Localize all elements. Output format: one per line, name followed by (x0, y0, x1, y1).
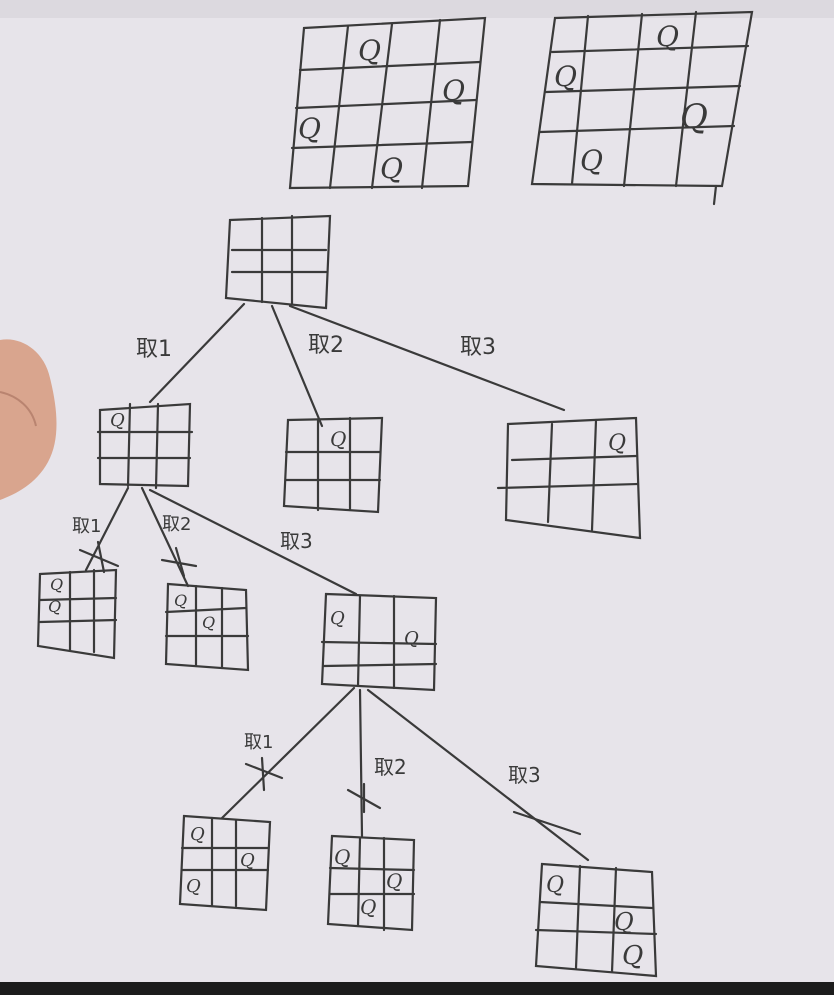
queen-mark: Q (50, 575, 63, 594)
cross-l2-1 (244, 756, 284, 792)
level1-board-3 (496, 416, 642, 540)
queen-mark: Q (190, 824, 205, 845)
queen-mark: Q (622, 941, 643, 971)
branch-root-1 (148, 302, 246, 404)
branch-label-l1-1: 取1 (72, 516, 101, 537)
queen-mark: Q (656, 20, 679, 53)
queen-mark: Q (174, 591, 187, 610)
queen-mark: Q (360, 895, 376, 919)
branch-root-2 (270, 304, 324, 428)
queen-mark: Q (330, 608, 345, 629)
queen-mark: Q (334, 845, 350, 869)
branch-label-l2-3: 取3 (508, 763, 541, 787)
cross-l1-1 (78, 540, 120, 574)
queen-mark: Q (442, 74, 465, 107)
branch-label-root-1: 取1 (136, 337, 172, 362)
cross-l2-2 (346, 782, 382, 814)
branch-root-3 (288, 304, 566, 412)
queen-mark: Q (358, 34, 381, 67)
queen-mark: Q (380, 152, 403, 185)
four-queens-board-a (288, 16, 487, 190)
queen-mark: Q (546, 873, 564, 898)
queen-mark: Q (298, 112, 321, 145)
tree-root-board (224, 214, 332, 310)
branch-label-l1-2: 取2 (162, 514, 191, 535)
queen-mark: Q (330, 427, 346, 451)
level2-board-1 (36, 568, 118, 660)
branch-label-l1-3: 取3 (280, 529, 313, 553)
queen-mark: Q (404, 628, 419, 649)
queen-mark: Q (608, 431, 626, 456)
level1-board-1 (96, 402, 194, 490)
branch-l1-2 (140, 486, 190, 588)
queen-mark: Q (48, 597, 61, 616)
queen-mark: Q (680, 97, 708, 137)
queen-mark: Q (110, 410, 125, 431)
presenter-hand (0, 339, 57, 500)
level1-board-2 (282, 416, 384, 514)
branch-l2-3 (366, 688, 590, 862)
queen-mark: Q (386, 869, 402, 893)
bottom-strip (0, 982, 834, 995)
cross-l1-2 (160, 546, 198, 578)
cross-l2-3 (512, 810, 582, 836)
level3-board-1 (178, 814, 272, 912)
queen-mark: Q (202, 613, 215, 632)
queen-mark: Q (580, 144, 603, 177)
branch-l2-2 (358, 688, 364, 838)
branch-label-root-3: 取3 (460, 335, 496, 360)
branch-label-root-2: 取2 (308, 333, 344, 358)
queen-mark: Q (614, 908, 634, 936)
branch-label-l2-1: 取1 (244, 732, 273, 753)
four-queens-board-b (530, 10, 754, 206)
queen-mark: Q (554, 60, 577, 93)
branch-l2-1 (220, 686, 356, 820)
queen-mark: Q (240, 850, 255, 871)
branch-l1-3 (148, 488, 358, 596)
level3-board-3 (534, 862, 658, 978)
level2-board-3 (320, 592, 438, 692)
branch-label-l2-2: 取2 (374, 755, 407, 779)
queen-mark: Q (186, 876, 201, 897)
level2-board-2 (164, 582, 250, 672)
level3-board-2 (326, 834, 416, 932)
